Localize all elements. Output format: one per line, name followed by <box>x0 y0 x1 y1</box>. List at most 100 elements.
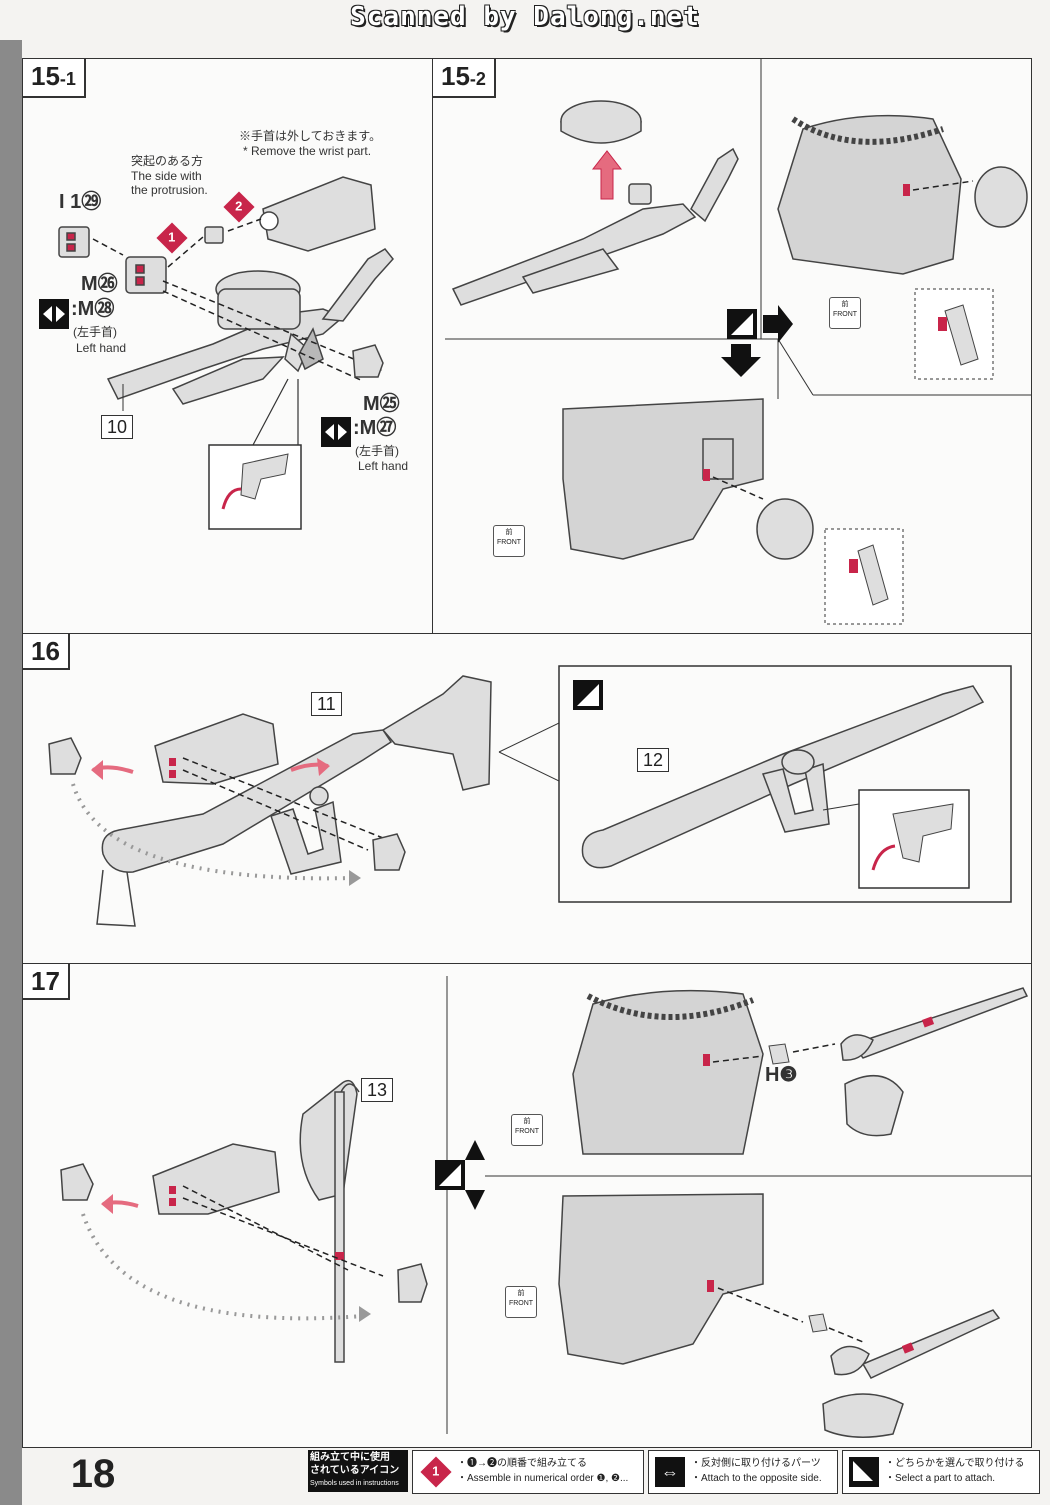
wrist-removal-note-en: * Remove the wrist part. <box>243 144 372 158</box>
fist-hand-part <box>372 833 406 871</box>
rotation-path <box>81 1213 364 1321</box>
front-indicator-jp: 前 <box>505 529 513 536</box>
step-16-label: 16 <box>23 634 70 670</box>
attach-point-marker <box>703 469 710 481</box>
front-indicator-en: FRONT <box>496 539 522 546</box>
step-15-2-panel: 15-2 <box>432 58 1032 635</box>
drum-magazine-part <box>560 100 642 144</box>
machine-gun-body <box>451 147 739 306</box>
front-indicator-en: FRONT <box>514 1128 540 1135</box>
step-15-2-number: 15 <box>441 61 470 91</box>
step-15-2-sub: -2 <box>469 69 486 89</box>
protrusion-note-en-1: The side with <box>131 169 202 183</box>
wrist-socket-part <box>58 226 90 258</box>
step-17-panel: 17 <box>22 963 1032 1448</box>
part-callout-12: 12 <box>637 748 670 772</box>
front-indicator: 前 FRONT <box>511 1114 543 1146</box>
protrusion-note-jp: 突起のある方 <box>131 154 204 168</box>
wrist-removal-note-jp: ※手首は外しておきます。 <box>239 129 382 143</box>
front-indicator-en: FRONT <box>832 311 858 318</box>
part-code-m25: M㉕ <box>363 393 400 415</box>
protrusion-note-en-2: the protrusion. <box>131 183 208 197</box>
part-code-m26: M㉖ <box>81 273 118 295</box>
part-code-m27: :M㉗ <box>353 417 397 439</box>
step-15-1-illustration <box>39 176 394 530</box>
step-17-number: 17 <box>31 966 60 996</box>
wrist-joint-part <box>125 256 167 294</box>
mech-torso-top <box>777 114 962 275</box>
legend-title-jp-2: されているアイコン <box>310 1465 400 1476</box>
step-17-illustration <box>60 976 1031 1438</box>
bazooka-part <box>96 675 492 927</box>
select-one-icon <box>849 1457 879 1487</box>
legend-title-jp-1: 組み立て中に使用 <box>310 1452 390 1463</box>
opposite-side-icon: ⇔ <box>655 1457 685 1487</box>
step-15-1-number: 15 <box>31 61 60 91</box>
step-15-2-label: 15-2 <box>433 59 496 98</box>
front-indicator: 前 FRONT <box>505 1286 537 1318</box>
front-indicator-en: FRONT <box>508 1300 534 1307</box>
sidebar-strip <box>0 40 22 1505</box>
page-number: 18 <box>70 1452 116 1496</box>
fist-hand-part <box>352 344 384 378</box>
part-code-h3: H❸ <box>765 1064 798 1086</box>
mech-torso-top <box>572 989 764 1155</box>
forearm-part <box>152 1143 280 1215</box>
order-badge-icon: 1 <box>420 1456 452 1488</box>
watermark: Scanned by Dalong.net <box>350 2 700 32</box>
legend-order-jp: ・❶→❷の順番で組み立てる <box>457 1458 587 1469</box>
left-hand-label-b: Left hand <box>358 459 409 473</box>
legend-title: 組み立て中に使用 されているアイコン Symbols used in instr… <box>308 1450 408 1492</box>
legend-opposite-en: ・Attach to the opposite side. <box>691 1473 822 1484</box>
drum-magazine-part <box>974 166 1028 228</box>
heat-hawk-part <box>299 1079 360 1363</box>
open-hand-part <box>60 1163 94 1201</box>
front-indicator-jp: 前 <box>523 1118 531 1125</box>
front-indicator-jp: 前 <box>841 301 849 308</box>
connector-part <box>204 226 224 244</box>
fist-hand-part <box>397 1263 428 1303</box>
step-15-2-illustration <box>445 59 1031 625</box>
step-15-1-sub: -1 <box>59 69 76 89</box>
mech-torso-lower <box>562 398 764 560</box>
bazooka-alt-part <box>581 685 985 869</box>
legend-opposite-jp: ・反対側に取り付けるパーツ <box>691 1458 821 1469</box>
step-17-label: 17 <box>23 964 70 1000</box>
forearm-part <box>259 176 376 252</box>
front-indicator-jp: 前 <box>517 1290 525 1297</box>
legend-title-en: Symbols used in instructions <box>310 1480 399 1487</box>
left-wrist-jp-b: (左手首) <box>355 444 399 458</box>
drum-magazine-part <box>756 498 814 560</box>
step-16-illustration <box>48 665 1012 927</box>
machine-gun-part <box>106 248 394 405</box>
legend-select-jp: ・どちらかを選んで取り付ける <box>885 1458 1025 1469</box>
legend-select: ・どちらかを選んで取り付ける ・Select a part to attach. <box>842 1450 1040 1494</box>
part-callout-13: 13 <box>361 1078 394 1102</box>
lift-arrow <box>591 150 623 200</box>
step-15-1-label: 15-1 <box>23 59 86 98</box>
legend-order: 1 ・❶→❷の順番で組み立てる ・Assemble in numerical o… <box>412 1450 644 1494</box>
open-hand-part <box>48 737 82 775</box>
left-wrist-jp-a: (左手首) <box>73 325 117 339</box>
legend-opposite: ⇔ ・反対側に取り付けるパーツ ・Attach to the opposite … <box>648 1450 838 1494</box>
legend-select-en: ・Select a part to attach. <box>885 1473 996 1484</box>
step-15-1-panel: 15-1 <box>22 58 434 635</box>
left-hand-label-a: Left hand <box>76 341 127 355</box>
drum-detail-inset <box>824 528 904 625</box>
part-callout-11: 11 <box>311 692 342 716</box>
assembly-guides <box>92 218 384 382</box>
part-code-i: I 1㉙ <box>59 191 102 213</box>
front-indicator: 前 FRONT <box>493 525 525 557</box>
front-indicator: 前 FRONT <box>829 297 861 329</box>
heat-hawk-part <box>822 1309 1001 1438</box>
mech-torso-lower <box>558 1193 764 1365</box>
legend-order-en: ・Assemble in numerical order ❶, ❷... <box>457 1473 629 1484</box>
heat-hawk-part <box>840 987 1029 1137</box>
step-16-panel: 16 <box>22 633 1032 965</box>
forearm-part <box>154 713 279 785</box>
step-16-number: 16 <box>31 636 60 666</box>
part-callout-10: 10 <box>101 415 134 439</box>
part-code-m28: :M㉘ <box>71 298 115 320</box>
attach-point-marker <box>903 184 910 196</box>
